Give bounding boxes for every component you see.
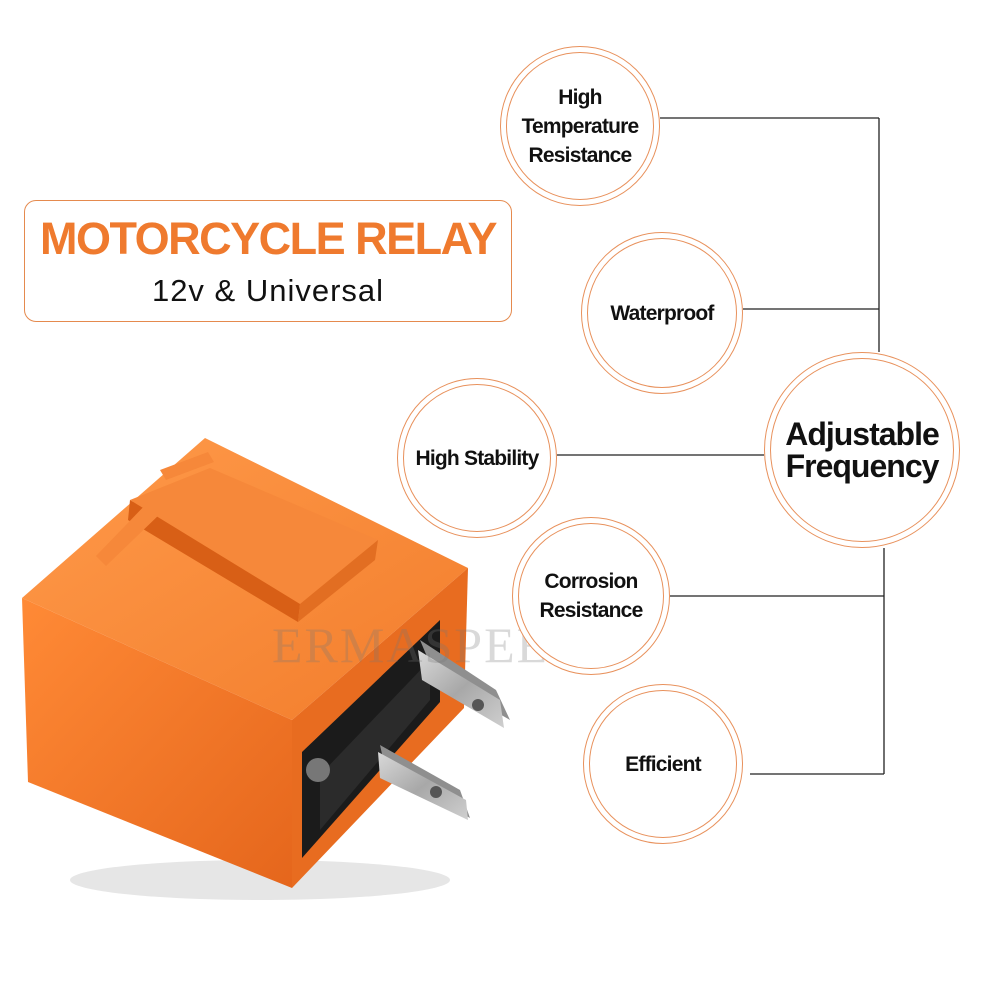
feature-waterproof: Waterproof bbox=[581, 232, 743, 394]
product-subtitle: 12v & Universal bbox=[151, 273, 385, 308]
feature-label: Adjustable Frequency bbox=[785, 416, 940, 484]
feature-adjustable-frequency: Adjustable Frequency bbox=[764, 352, 960, 548]
feature-label: High Temperature Resistance bbox=[521, 85, 640, 167]
feature-corrosion-resistance: Corrosion Resistance bbox=[512, 517, 670, 675]
feature-high-stability: High Stability bbox=[397, 378, 557, 538]
title-box: MOTORCYCLE RELAY 12v & Universal bbox=[24, 200, 512, 322]
product-title: MOTORCYCLE RELAY bbox=[39, 213, 498, 264]
feature-high-temperature: High Temperature Resistance bbox=[500, 46, 660, 206]
feature-label: Corrosion Resistance bbox=[539, 570, 644, 622]
feature-label: Efficient bbox=[625, 752, 701, 776]
feature-label: High Stability bbox=[415, 446, 540, 470]
feature-label: Waterproof bbox=[610, 301, 714, 325]
feature-efficient: Efficient bbox=[583, 684, 743, 844]
